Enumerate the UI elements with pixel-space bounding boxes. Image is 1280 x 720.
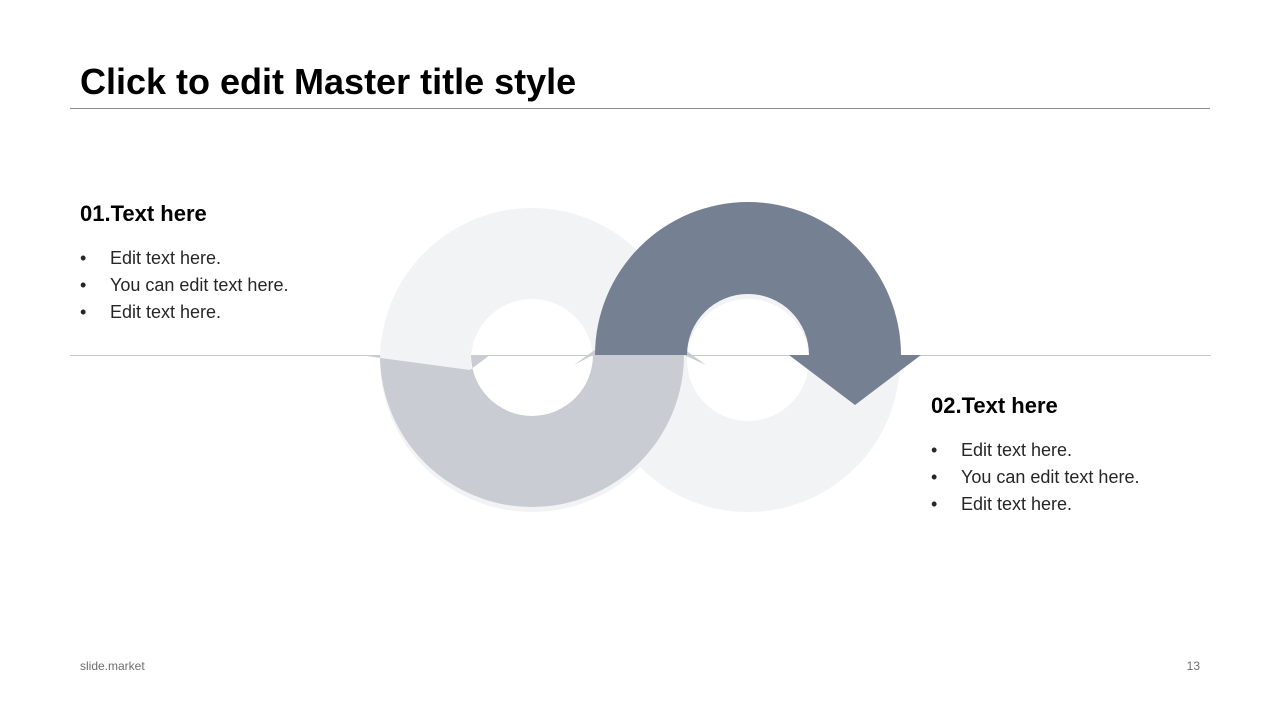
text-block-02: 02.Text here • Edit text here. • You can e… xyxy=(931,392,1231,518)
list-item: • Edit text here. xyxy=(931,437,1231,464)
text-block-01: 01.Text here • Edit text here. • You can e… xyxy=(80,200,380,326)
list-item: • Edit text here. xyxy=(931,491,1231,518)
list-item: • You can edit text here. xyxy=(80,272,380,299)
list-item-text: Edit text here. xyxy=(961,440,1073,460)
bullet-list: • Edit text here. • You can edit text here… xyxy=(80,245,380,326)
bullet-icon: • xyxy=(80,275,87,295)
bullet-icon: • xyxy=(931,467,938,487)
list-item-text: You can edit text here. xyxy=(110,275,289,295)
block-heading: 01.Text here xyxy=(80,201,207,226)
list-item-text: You can edit text here. xyxy=(961,467,1140,487)
block-heading: 02.Text here xyxy=(931,393,1058,418)
list-item: • Edit text here. xyxy=(80,245,380,272)
bullet-icon: • xyxy=(931,440,938,460)
list-item-text: Edit text here. xyxy=(110,302,222,322)
footer-brand: slide.market xyxy=(80,659,145,673)
page-number: 13 xyxy=(1186,659,1200,673)
left-arrow xyxy=(359,317,706,507)
list-item-text: Edit text here. xyxy=(110,248,222,268)
title-divider xyxy=(70,108,1210,109)
bullet-list: • Edit text here. • You can edit text here… xyxy=(931,437,1231,518)
right-arrow xyxy=(595,202,921,405)
list-item: • Edit text here. xyxy=(80,299,380,326)
list-item-text: Edit text here. xyxy=(961,494,1073,514)
list-item: • You can edit text here. xyxy=(931,464,1231,491)
bullet-icon: • xyxy=(80,248,87,268)
bullet-icon: • xyxy=(80,302,87,322)
slide-title: Click to edit Master title style xyxy=(80,61,577,102)
bullet-icon: • xyxy=(931,494,938,514)
